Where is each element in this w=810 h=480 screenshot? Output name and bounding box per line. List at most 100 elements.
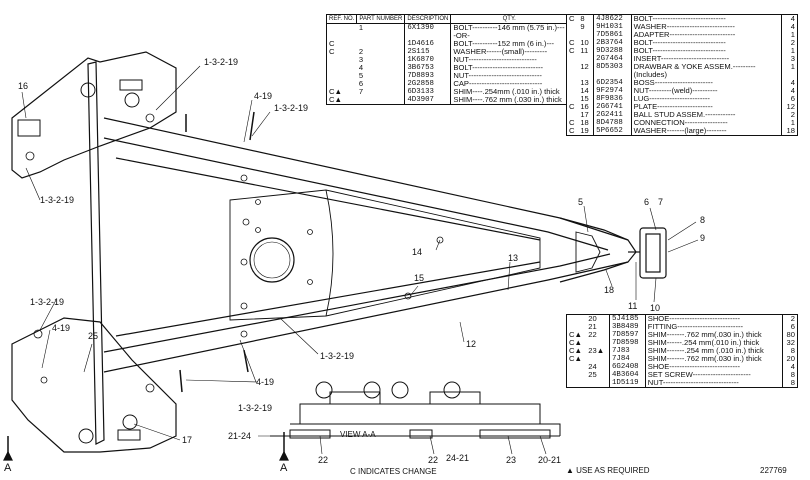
ref-number: 3 [356,56,406,64]
change-mark [327,24,357,33]
header-description: DESCRIPTION [404,14,452,24]
part-number: 7J84 [609,355,646,363]
part-number: 2B3764 [593,39,632,47]
part-number: 4J8622 [593,14,632,23]
part-description: SHIM-------.762 mm(.030 in.) thick [645,355,783,363]
part-number: 5P6652 [593,127,632,136]
part-qty: 2 [790,314,795,323]
part-qty: 8 [790,378,795,387]
part-number: 7D8597 [609,331,646,339]
callout-6: 6 [644,197,650,207]
callout-4-19: 4-19 [254,91,273,101]
lower-arm [103,261,629,373]
callout-18: 18 [604,285,615,295]
change-mark: C [569,14,575,23]
callout-1-3-2-19: 1-3-2-19 [238,403,273,413]
part-qty: 4 [790,78,795,87]
part-description: BOSS----------------------- [631,79,783,87]
callout-1-3-2-19: 1-3-2-19 [30,297,65,307]
callout-4-19: 4-19 [256,377,275,387]
change-mark [567,315,587,324]
part-description: WASHER--------------------------- [631,23,783,31]
part-qty: 6 [790,322,795,331]
ref-number: 4 [356,64,406,72]
part-number: 9H1031 [593,23,632,31]
part-number: 2G2858 [404,80,452,88]
ref-number: 21 [586,323,610,331]
callout-17: 17 [182,435,193,445]
part-number: 8F9836 [593,95,632,103]
upper-yoke-plate [11,51,177,179]
part-description: PLATE---------------------- [631,103,783,111]
callout-1-3-2-19: 1-3-2-19 [320,351,355,361]
part-description: NUT------------------------------ [645,379,783,388]
part-qty: 1 [790,62,795,71]
figure-number: 227769 [760,466,787,475]
part-qty: 12 [786,102,795,111]
callout-25: 25 [88,331,99,341]
change-mark: C▲ [569,354,582,363]
ref-number: 7 [356,88,406,96]
ref-number [586,379,610,388]
part-description: SHIM------.254 mm(.010 in.) thick [645,339,783,347]
view-label: VIEW A-A [340,430,376,439]
callout-24-21: 24-21 [446,453,470,463]
part-description: ADAPTER-------------------------- [631,31,783,39]
callout-8: 8 [700,215,706,225]
part-description: NUT---------(weld)---------- [631,87,783,95]
callout-5: 5 [578,197,584,207]
callout-15: 15 [414,273,425,283]
ref-number [578,71,595,79]
part-description: FITTING-------------------------- [645,323,783,331]
part-qty: 1 [790,118,795,127]
view-a-a [270,381,561,439]
part-description: SHIM-------.762 mm(.030 in.) thick [645,331,783,339]
yoke-bar [87,61,105,445]
change-mark: C [569,126,575,135]
part-number: 1K6870 [404,56,452,64]
callout-12: 12 [466,339,477,349]
part-description: BOLT----------------------------- [631,47,783,55]
change-mark [567,79,579,87]
change-mark [567,55,579,63]
callout-10: 10 [650,303,661,313]
change-mark [327,64,357,72]
change-mark: C▲ [569,330,582,339]
ref-number: 22 [586,331,610,339]
ref-number [586,355,610,363]
change-note: C INDICATES CHANGE [350,467,437,476]
center-hole [249,237,295,283]
part-number: 2G2411 [593,111,632,119]
section-mark-a: A [4,462,12,474]
change-mark [567,71,579,79]
callout-4-19: 4-19 [52,323,71,333]
change-mark: C▲ [569,346,582,355]
ref-number: 23▲ [586,347,610,355]
part-qty: 4 [790,14,795,23]
part-number: 9D3288 [593,47,632,55]
part-qty: 80 [786,330,795,339]
part-qty: 1 [790,46,795,55]
part-description: SHOE---------------------------- [645,363,783,371]
ref-number [356,96,406,105]
ref-number: 24 [586,363,610,371]
part-number: 7D8893 [404,72,452,80]
part-number [593,71,632,79]
part-number: 6D2354 [593,79,632,87]
change-mark: C [329,39,335,48]
ref-number: 14 [578,87,595,95]
